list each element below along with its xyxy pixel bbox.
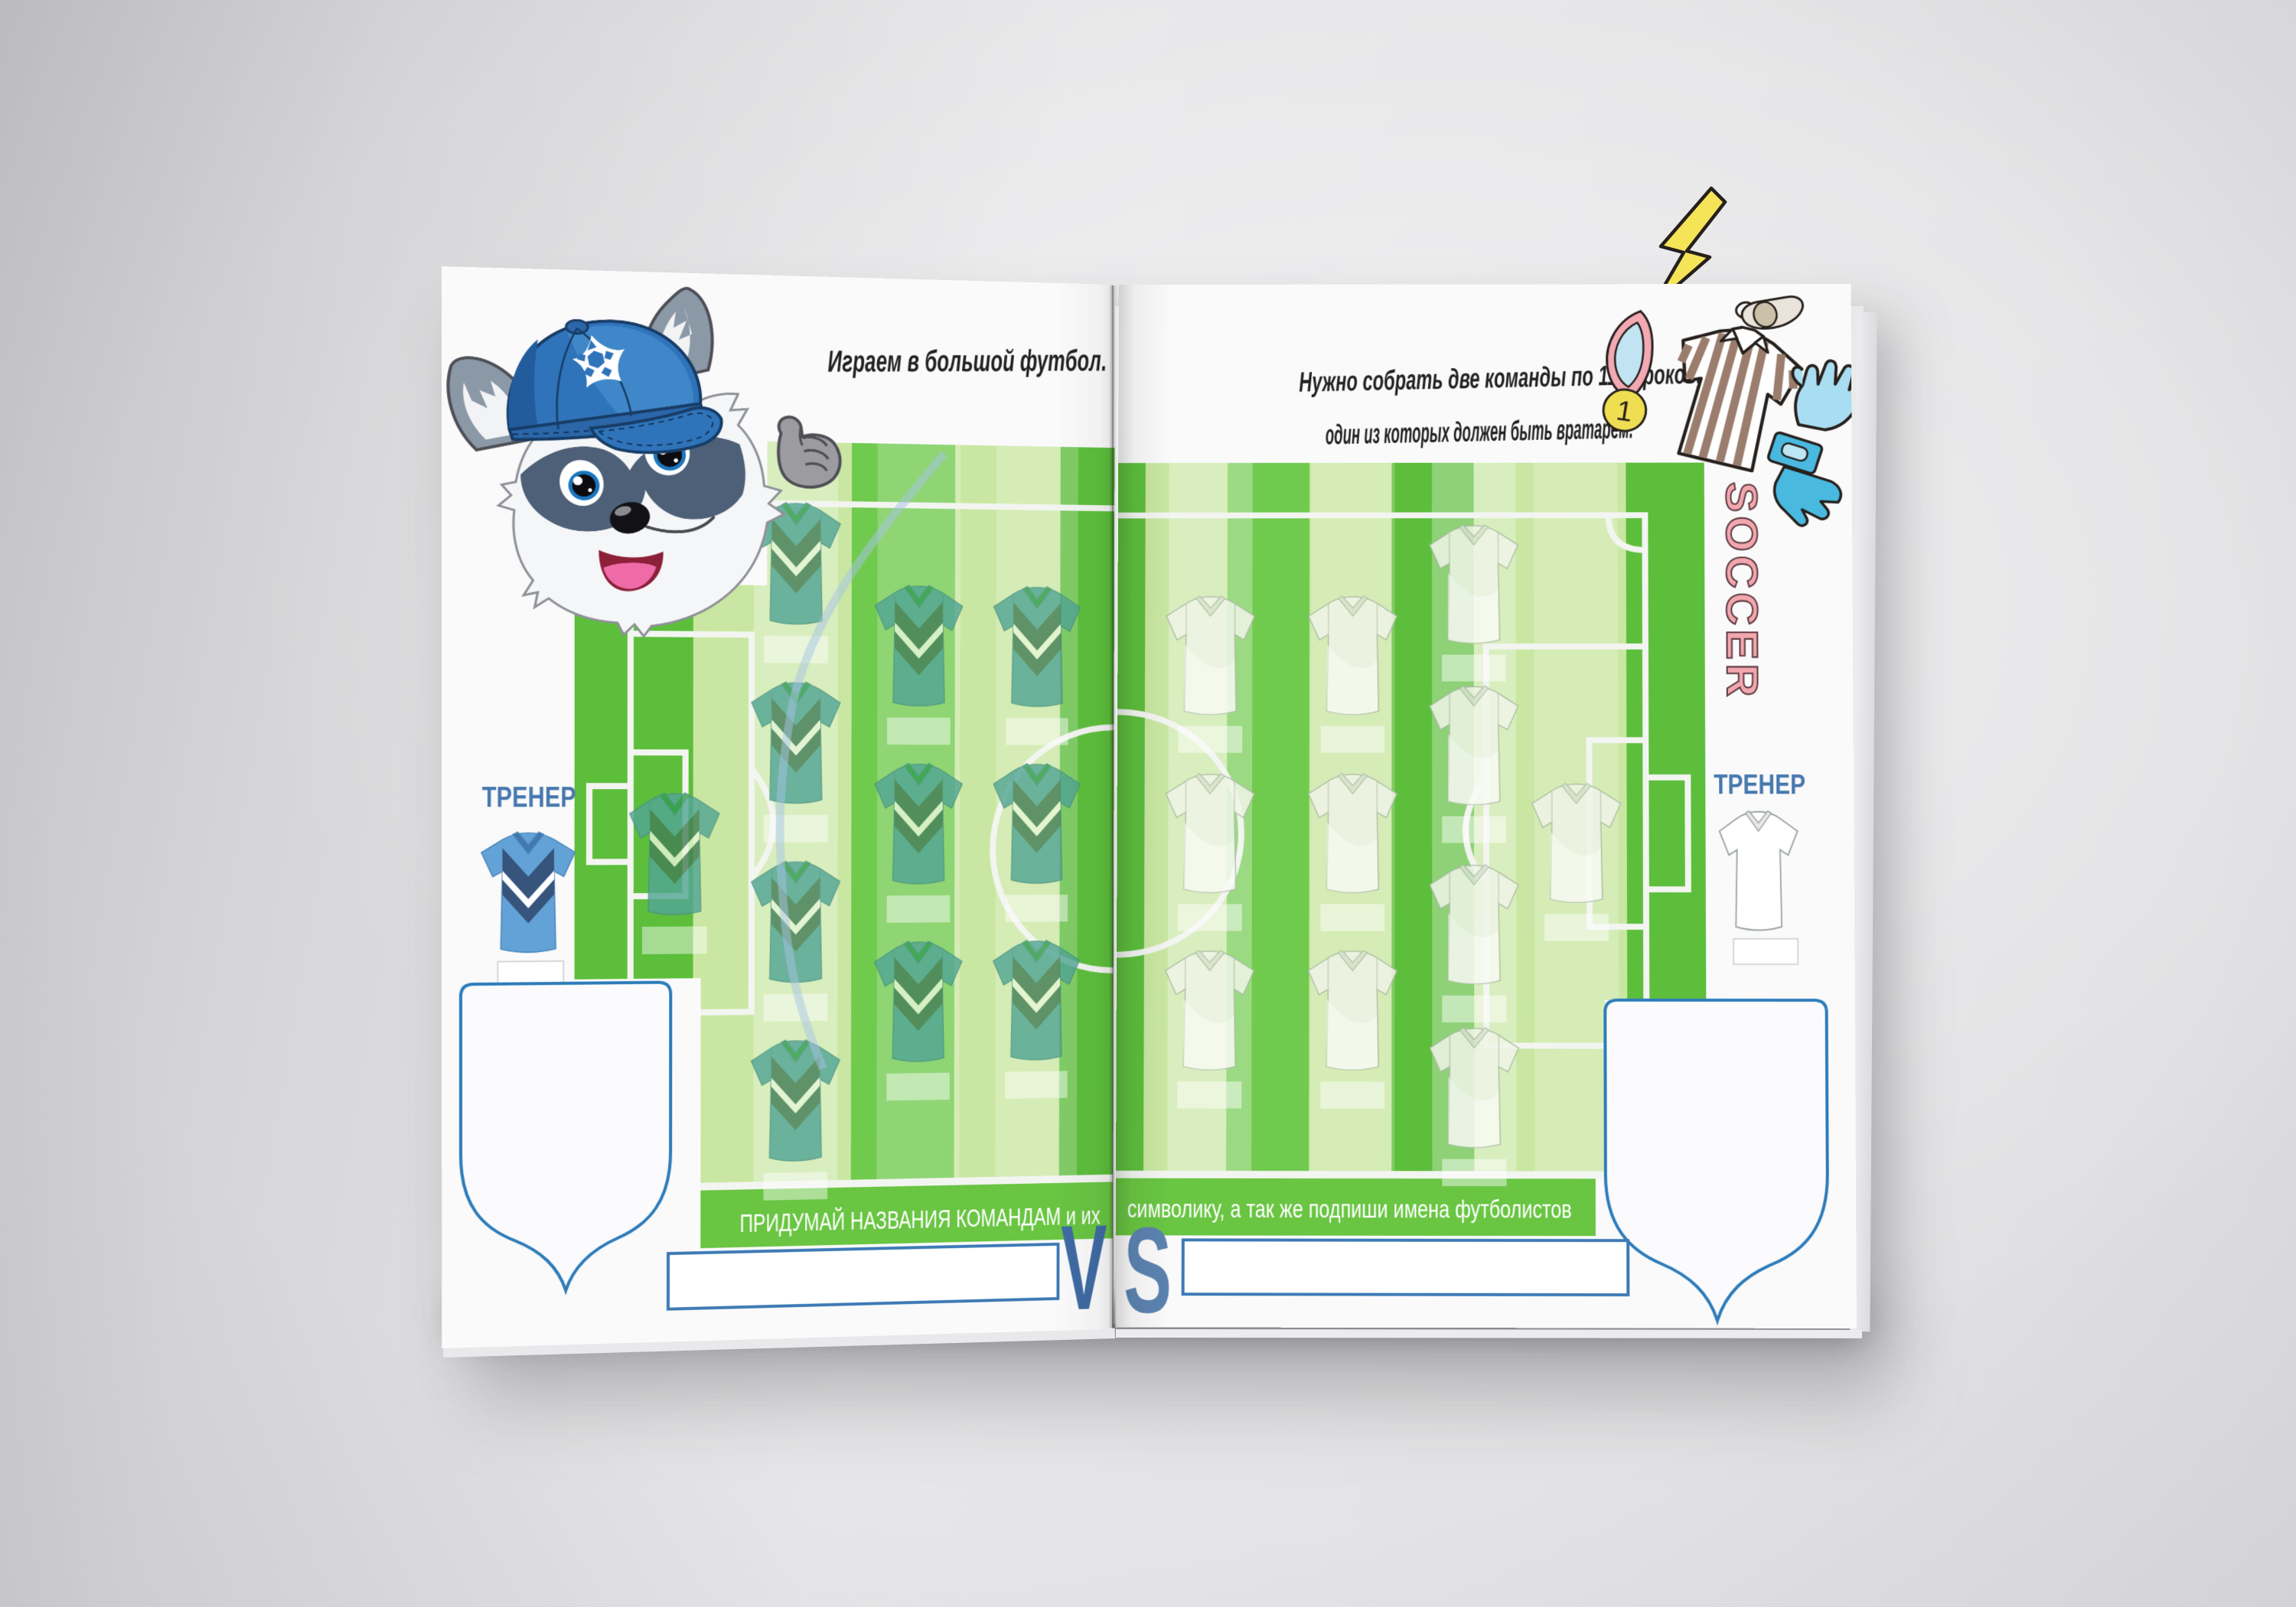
svg-text:ТРЕНЕР: ТРЕНЕР	[1714, 768, 1805, 800]
svg-text:один из которых должен быть вр: один из которых должен быть вратарём.	[1325, 412, 1633, 450]
svg-text:символику, а так же подпиши и: символику, а так же подпиши имена футбол…	[1127, 1195, 1572, 1223]
svg-text:Играем в большой футбол.: Играем в большой футбол.	[827, 343, 1107, 378]
svg-text:SOCCER: SOCCER	[1717, 482, 1767, 701]
svg-text:ТРЕНЕР: ТРЕНЕР	[482, 781, 576, 813]
